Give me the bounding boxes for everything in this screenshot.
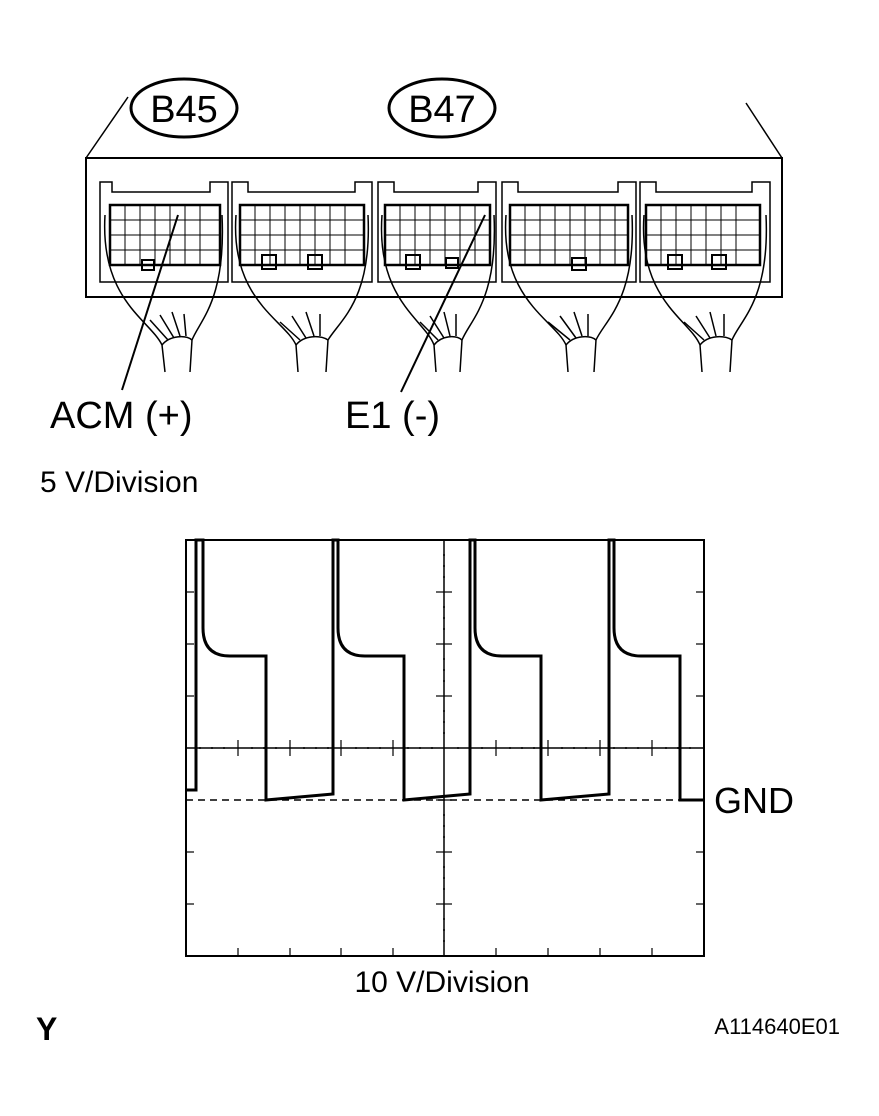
figure-id: A114640E01 [714, 1014, 840, 1039]
connector-socket-3 [377, 181, 497, 283]
svg-text:B45: B45 [150, 89, 218, 131]
pin-grid [110, 205, 760, 265]
horizontal-scale-label: 10 V/Division [354, 966, 529, 999]
connector-socket-5 [639, 181, 771, 283]
scope-ticks [186, 591, 704, 956]
pin-label-e1: E1 (-) [345, 395, 440, 437]
connector-label-b45: B45 [129, 77, 239, 139]
connector-socket-2 [231, 181, 373, 283]
acm-leader-line [121, 214, 179, 391]
connector-socket-1 [99, 181, 229, 283]
connector-socket-4 [501, 181, 637, 283]
wire-harness [104, 214, 768, 373]
e1-leader-line [400, 214, 486, 393]
connector-label-b47: B47 [387, 77, 497, 139]
pin-label-acm: ACM (+) [50, 395, 193, 437]
svg-text:B47: B47 [408, 89, 476, 131]
signal-waveform [186, 538, 704, 802]
ground-label: GND [714, 780, 794, 821]
ecu-connector-block [85, 96, 783, 393]
vertical-scale-label: 5 V/Division [40, 466, 198, 499]
corner-mark: Y [36, 1011, 57, 1047]
scope-minor-dots [199, 554, 691, 942]
oscilloscope-screen [185, 538, 705, 957]
